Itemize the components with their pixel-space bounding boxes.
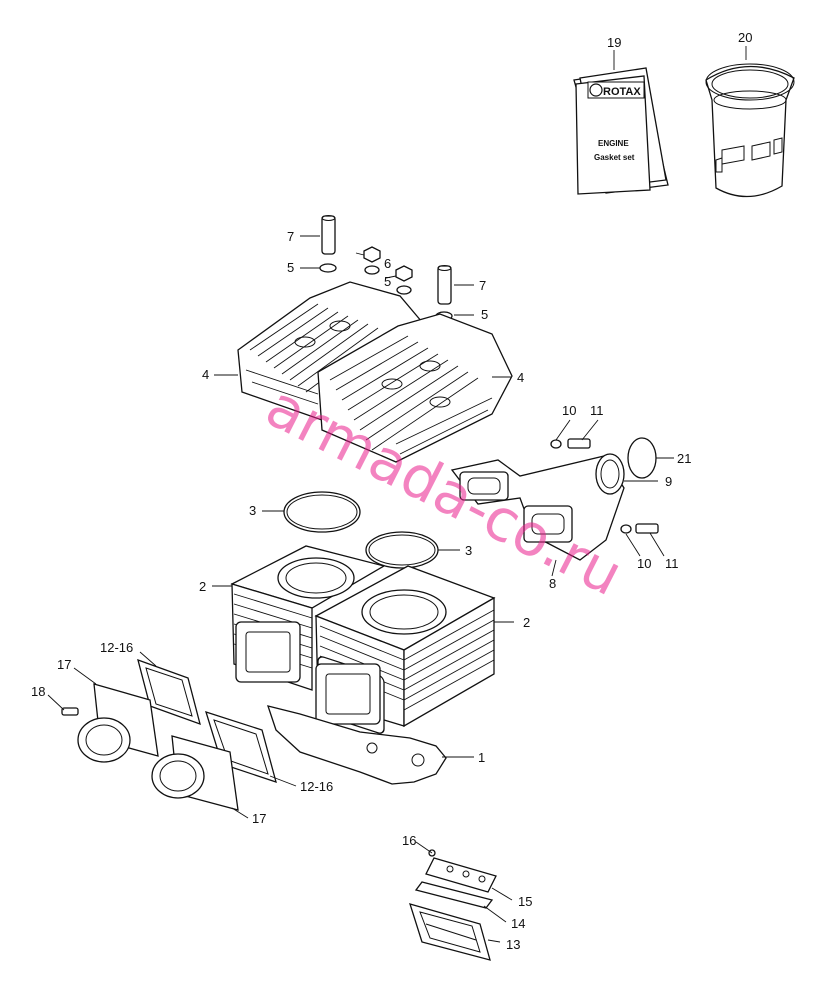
washer-left xyxy=(319,263,337,273)
callout-12-16-right: 12-16 xyxy=(300,779,333,794)
callout-21: 21 xyxy=(677,451,691,466)
base-gasket xyxy=(267,705,447,785)
intake-manifold-right xyxy=(151,735,239,811)
callout-14: 14 xyxy=(511,916,525,931)
intake-port-right xyxy=(315,663,381,725)
exhaust-manifold xyxy=(450,453,625,561)
callout-1: 1 xyxy=(478,750,485,765)
callout-16: 16 xyxy=(402,833,416,848)
callout-9: 9 xyxy=(665,474,672,489)
callout-11-upper: 11 xyxy=(590,403,604,418)
callout-18: 18 xyxy=(31,684,45,699)
callout-20: 20 xyxy=(738,30,752,45)
bolt-washer-lower xyxy=(620,523,659,534)
callout-7-right: 7 xyxy=(479,278,486,293)
callout-4-left: 4 xyxy=(202,367,209,382)
callout-8: 8 xyxy=(549,576,556,591)
callout-3-left: 3 xyxy=(249,503,256,518)
intake-port-left xyxy=(235,621,301,683)
bolt-washer-upper xyxy=(550,438,591,449)
reed-valve-left xyxy=(137,658,201,726)
callout-13: 13 xyxy=(506,937,520,952)
gasket-set-line1: ENGINE xyxy=(598,139,629,148)
cylinder-sleeve xyxy=(705,63,795,198)
gasket-set-box: ROTAX ENGINE Gasket set xyxy=(573,67,669,195)
rotax-logo-icon xyxy=(589,83,603,97)
callout-6: 6 xyxy=(384,256,391,271)
callout-11-lower: 11 xyxy=(665,556,679,571)
callout-labels: 19 20 7 5 6 5 7 5 4 4 10 11 21 9 3 3 2 2… xyxy=(31,30,752,952)
o-ring-left xyxy=(283,491,361,533)
callout-5-left: 5 xyxy=(287,260,294,275)
reed-stop-plate xyxy=(425,857,497,893)
callout-7-left: 7 xyxy=(287,229,294,244)
gasket-set-line2: Gasket set xyxy=(594,153,635,162)
cylinder-head-right xyxy=(317,313,513,463)
stud-right xyxy=(437,265,452,305)
callout-19: 19 xyxy=(607,35,621,50)
callout-2-left: 2 xyxy=(199,579,206,594)
callout-10-lower: 10 xyxy=(637,556,651,571)
callout-17-right: 17 xyxy=(252,811,266,826)
callout-5-right: 5 xyxy=(481,307,488,322)
callout-5-middle: 5 xyxy=(384,274,391,289)
o-ring-right xyxy=(365,531,439,569)
callout-17-left: 17 xyxy=(57,657,71,672)
gasket-set-brand: ROTAX xyxy=(603,86,641,98)
callout-10-upper: 10 xyxy=(562,403,576,418)
callout-15: 15 xyxy=(518,894,532,909)
leader-lines xyxy=(47,46,747,943)
stud-left xyxy=(321,215,336,255)
reed-block xyxy=(409,903,491,961)
nut-pair xyxy=(363,246,413,295)
callout-4-right: 4 xyxy=(517,370,524,385)
exhaust-ring xyxy=(627,437,657,479)
callout-3-right: 3 xyxy=(465,543,472,558)
callout-2-right: 2 xyxy=(523,615,530,630)
screw xyxy=(61,707,79,716)
intake-manifold-left xyxy=(77,683,159,763)
callout-12-16-left: 12-16 xyxy=(100,640,133,655)
